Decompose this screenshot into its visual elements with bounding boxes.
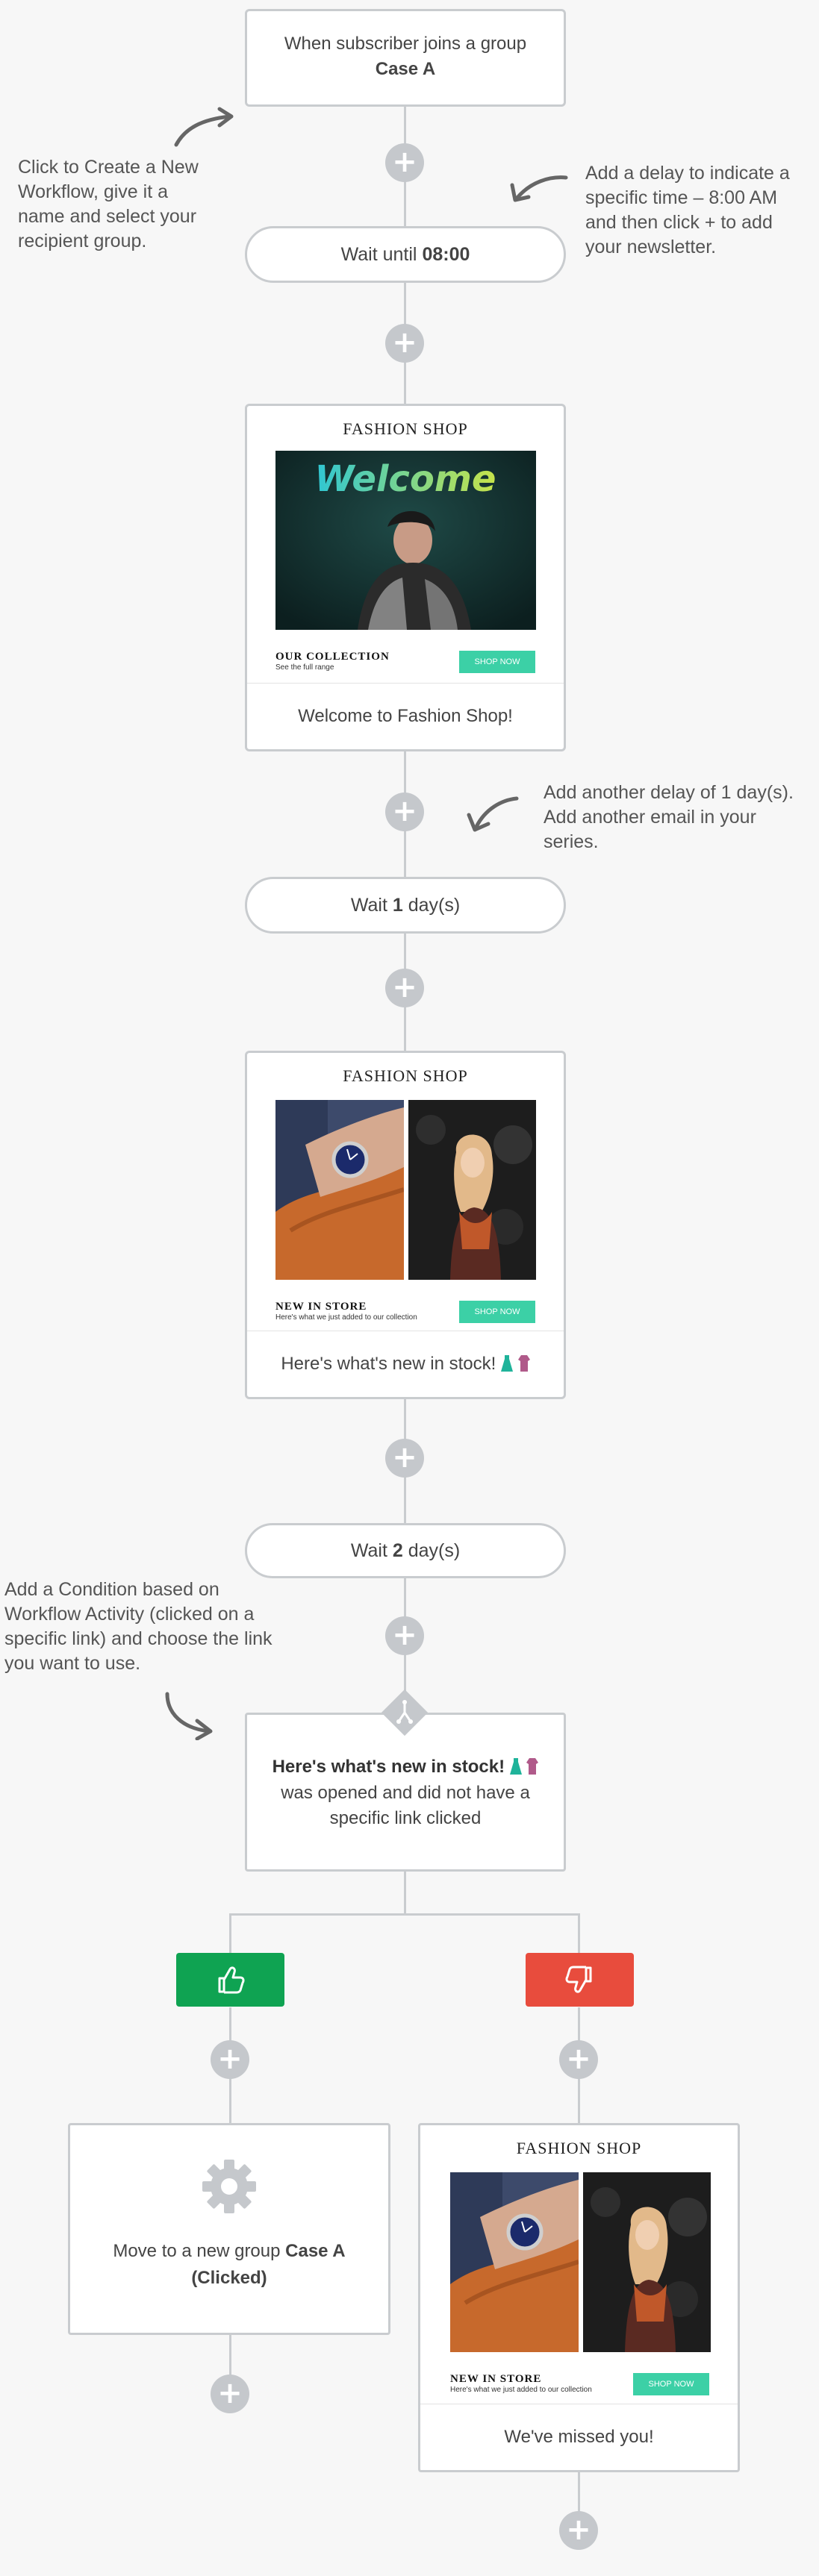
action-node[interactable]: Move to a new group Case A (Clicked) <box>68 2123 390 2335</box>
trigger-group: Case A <box>375 59 436 79</box>
add-step-button[interactable]: + <box>211 2040 249 2079</box>
email-caption: Here's what's new in stock! <box>247 1331 564 1397</box>
watch-photo-image <box>275 1100 404 1280</box>
hero-welcome-text: Welcome <box>315 458 496 500</box>
add-step-button[interactable]: + <box>385 143 424 182</box>
dress-icon <box>500 1355 513 1372</box>
note-delay: Add a delay to indicate a specific time … <box>585 163 790 257</box>
email-node-welcome[interactable]: FASHION SHOP Welcome OUR COLLECTION See … <box>245 404 566 751</box>
email-footer-subtitle: Here's what we just added to our collect… <box>450 2386 592 2394</box>
connector-right-2 <box>578 2472 580 2528</box>
email-node-new-in-stock[interactable]: FASHION SHOP NEW IN STORE Here's what we… <box>245 1051 566 1399</box>
wait-until-label: Wait until <box>340 244 417 265</box>
curved-arrow-icon <box>510 175 568 202</box>
woman-scarf-image <box>408 1100 536 1280</box>
action-suffix: (Clicked) <box>191 2268 267 2288</box>
blouse-icon <box>526 1758 539 1775</box>
action-text: Move to a new group Case A (Clicked) <box>70 2238 388 2292</box>
wait-until-node[interactable]: Wait until 08:00 <box>245 226 566 283</box>
wait-node-1[interactable]: Wait 1 day(s) <box>245 877 566 934</box>
condition-title-row: Here's what's new in stock! <box>247 1757 564 1778</box>
curved-arrow-icon <box>165 1692 213 1740</box>
connector-branch-right <box>578 1913 580 1955</box>
thumbs-down-icon <box>565 1966 592 1993</box>
add-step-button[interactable]: + <box>211 2375 249 2413</box>
woman-scarf-image <box>583 2172 711 2352</box>
email-footer-title: NEW IN STORE <box>275 1301 367 1313</box>
wait-node-2[interactable]: Wait 2 day(s) <box>245 1523 566 1578</box>
add-step-button[interactable]: + <box>385 1439 424 1478</box>
email-footer: NEW IN STORE Here's what we just added t… <box>275 1301 535 1335</box>
wait-label: Wait <box>350 1540 387 1561</box>
action-prefix: Move to a new group <box>113 2241 281 2261</box>
no-branch-button[interactable] <box>526 1953 634 2007</box>
email-footer-title: NEW IN STORE <box>450 2373 542 2385</box>
email-brand: FASHION SHOP <box>343 1066 468 1085</box>
watch-photo-image <box>450 2172 579 2352</box>
blouse-icon <box>517 1355 530 1372</box>
wait-label: Wait <box>350 895 387 916</box>
connector-left-2 <box>229 2334 231 2394</box>
email-footer-subtitle: See the full range <box>275 663 334 672</box>
connector-main-7 <box>404 1870 406 1915</box>
curved-arrow-icon <box>174 107 234 147</box>
email-brand: FASHION SHOP <box>516 2139 642 2157</box>
shop-now-button[interactable]: SHOP NOW <box>633 2373 709 2395</box>
note-another-delay: Add another delay of 1 day(s). Add anoth… <box>544 782 794 852</box>
wait-unit: day(s) <box>408 895 461 916</box>
add-step-button[interactable]: + <box>385 324 424 363</box>
email-brand: FASHION SHOP <box>343 419 468 438</box>
thumbs-up-icon <box>218 1966 245 1994</box>
shop-now-button[interactable]: SHOP NOW <box>459 651 535 673</box>
email-hero-image: Welcome <box>275 451 536 630</box>
curved-arrow-icon <box>467 796 519 832</box>
email-footer-title: OUR COLLECTION <box>275 651 390 663</box>
wait-unit: day(s) <box>408 1540 461 1561</box>
wait-amount: 2 <box>392 1540 403 1561</box>
email-footer: NEW IN STORE Here's what we just added t… <box>450 2373 709 2407</box>
add-step-button[interactable]: + <box>385 1616 424 1655</box>
note-condition: Add a Condition based on Workflow Activi… <box>4 1579 273 1674</box>
connector-branch-left <box>229 1913 231 1955</box>
action-group: Case A <box>285 2241 346 2261</box>
email-footer: OUR COLLECTION See the full range SHOP N… <box>275 651 535 685</box>
add-step-button[interactable]: + <box>385 969 424 1007</box>
add-step-button[interactable]: + <box>559 2511 598 2550</box>
wait-until-time: 08:00 <box>422 244 470 265</box>
note-create-workflow: Click to Create a New Workflow, give it … <box>18 157 199 251</box>
add-step-button[interactable]: + <box>385 793 424 831</box>
email-caption: Welcome to Fashion Shop! <box>247 683 564 749</box>
dress-icon <box>509 1758 522 1775</box>
email-caption: We've missed you! <box>420 2404 738 2470</box>
connector-branch-horizontal <box>230 1913 579 1916</box>
trigger-node[interactable]: When subscriber joins a group Case A <box>245 9 566 107</box>
condition-node[interactable]: Here's what's new in stock! was opened a… <box>245 1713 566 1872</box>
add-step-button[interactable]: + <box>559 2040 598 2079</box>
email-node-missed-you[interactable]: FASHION SHOP NEW IN STORE Here's what we… <box>418 2123 740 2472</box>
trigger-text: When subscriber joins a group <box>284 34 527 54</box>
wait-amount: 1 <box>392 895 403 916</box>
shop-now-button[interactable]: SHOP NOW <box>459 1301 535 1323</box>
email-caption-text: Here's what's new in stock! <box>281 1354 496 1374</box>
condition-title: Here's what's new in stock! <box>272 1757 505 1777</box>
split-icon <box>381 1689 429 1736</box>
gear-icon <box>202 2160 256 2213</box>
yes-branch-button[interactable] <box>176 1953 284 2007</box>
condition-body: was opened and did not have a specific l… <box>281 1783 530 1828</box>
email-footer-subtitle: Here's what we just added to our collect… <box>275 1313 417 1322</box>
